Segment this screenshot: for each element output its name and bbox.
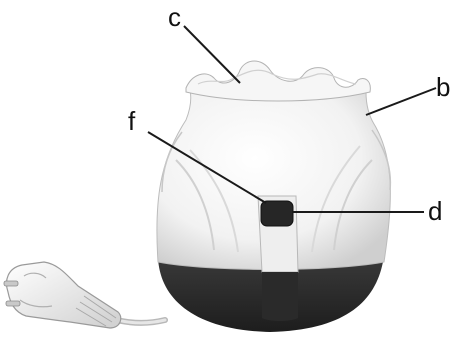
callout-label-d: d bbox=[428, 196, 442, 226]
plug-pin-top bbox=[4, 281, 18, 286]
callout-label-c: c bbox=[168, 2, 181, 32]
power-plug bbox=[4, 262, 121, 328]
plug-pin-bottom bbox=[6, 301, 20, 306]
power-button bbox=[261, 201, 293, 226]
leader-c bbox=[184, 26, 240, 83]
leader-b bbox=[366, 88, 436, 115]
callout-label-f: f bbox=[128, 106, 136, 136]
callout-label-b: b bbox=[436, 72, 450, 102]
